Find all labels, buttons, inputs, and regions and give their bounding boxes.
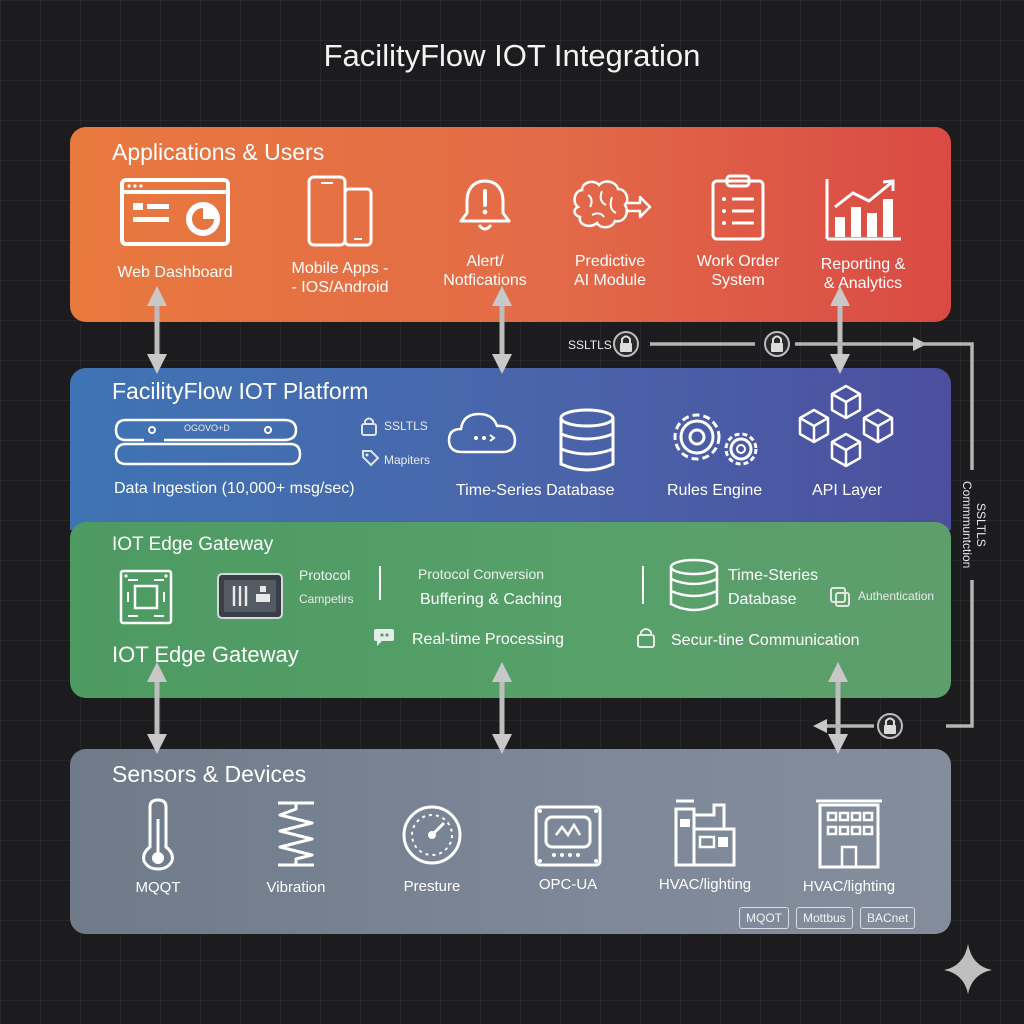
sensor-vibration-label: Vibration bbox=[266, 879, 326, 896]
cloud-item bbox=[446, 408, 518, 458]
web-dashboard-item: Web Dashboard bbox=[110, 177, 240, 282]
spring-icon bbox=[278, 801, 314, 867]
divider-line bbox=[642, 566, 644, 604]
authentication-icon bbox=[830, 587, 850, 607]
platform-layer-title: FacilityFlow IOT Platform bbox=[112, 378, 369, 404]
reporting-item: Reporting & & Analytics bbox=[798, 177, 928, 293]
data-ingestion-label: Data Ingestion (10,000+ msg/sec) bbox=[114, 480, 355, 497]
predictive-ai-item: Predictive AI Module bbox=[545, 177, 675, 290]
diagram-title: FacilityFlow IOT Integration bbox=[323, 38, 701, 73]
protocol-label: Protocol bbox=[299, 567, 351, 583]
pipeline-code-label: OGOVO+D bbox=[184, 423, 230, 433]
bell-alert-icon bbox=[459, 179, 511, 231]
cloud-database-icon bbox=[447, 412, 517, 454]
sensor-hvac-item: HVAC/lighting bbox=[650, 795, 760, 894]
chat-icon bbox=[374, 629, 394, 646]
sensor-mqtt-item: MQQT bbox=[108, 797, 208, 897]
ssl-connector-label: SSLTLS bbox=[568, 338, 612, 352]
web-dashboard-label: Web Dashboard bbox=[117, 264, 233, 281]
ssl-communication-vertical-label: SSLTLS Commmuntction bbox=[960, 481, 988, 569]
cubes-icon bbox=[798, 384, 894, 468]
mappers-label: Mapiters bbox=[384, 453, 431, 467]
sensor-building-item: HVAC/lighting bbox=[794, 797, 904, 896]
edge-gateway-subtitle: IOT Edge Gateway bbox=[112, 642, 299, 667]
sensors-layer-title: Sensors & Devices bbox=[112, 761, 307, 787]
api-layer-item bbox=[796, 382, 896, 474]
sensor-opcua-label: OPC-UA bbox=[538, 876, 598, 893]
pipeline-icon bbox=[114, 418, 302, 466]
edge-timeseries-label: Time-Steries Database bbox=[728, 567, 819, 608]
sensor-hvac-label: HVAC/lighting bbox=[658, 876, 752, 893]
protocol-tag-modbus: Mottbus bbox=[796, 907, 853, 929]
edge-gateway-layer: IOT Edge Gateway Protocol Campetirs Prot… bbox=[70, 522, 951, 698]
platform-layer: FacilityFlow IOT Platform OGOVO+D Data I… bbox=[70, 368, 951, 530]
protocol-conversion-label: Protocol Conversion bbox=[418, 566, 545, 582]
divider-line bbox=[379, 566, 381, 600]
predictive-ai-label: Predictive AI Module bbox=[573, 253, 647, 289]
ssl-label: SSLTLS bbox=[384, 419, 428, 433]
data-ingestion-pipeline: OGOVO+D bbox=[114, 414, 304, 470]
lock-icon bbox=[613, 331, 639, 357]
database-icon bbox=[669, 558, 719, 612]
sparkle-icon bbox=[944, 944, 992, 994]
secure-communication-label: Secur-tine Communication bbox=[671, 632, 860, 649]
protocol-tag-mqtt: MQOT bbox=[739, 907, 789, 929]
sensor-pressure-item: Presture bbox=[382, 803, 482, 896]
circuit-board-icon bbox=[119, 569, 173, 625]
brain-icon bbox=[573, 180, 652, 229]
work-order-item: Work Order System bbox=[673, 173, 803, 290]
factory-icon bbox=[674, 799, 736, 867]
sensor-vibration-item: Vibration bbox=[246, 799, 346, 897]
sensor-building-label: HVAC/lighting bbox=[802, 878, 896, 895]
applications-layer-title: Applications & Users bbox=[112, 139, 325, 165]
authentication-label: Authentication bbox=[858, 589, 935, 603]
realtime-processing-label: Real-time Processing bbox=[412, 631, 565, 648]
bar-chart-icon bbox=[825, 179, 901, 241]
rules-engine-label: Rules Engine bbox=[667, 482, 763, 499]
sensors-layer: Sensors & Devices MQQT Vibration Prestur… bbox=[70, 749, 951, 934]
buffering-caching-label: Buffering & Caching bbox=[420, 591, 563, 608]
tag-icon bbox=[362, 450, 380, 467]
mobile-apps-item: Mobile Apps - - IOS/Android bbox=[275, 175, 405, 297]
sensor-opcua-item: OPC-UA bbox=[518, 803, 618, 894]
lock-icon bbox=[764, 331, 790, 357]
mobile-apps-label: Mobile Apps - - IOS/Android bbox=[291, 260, 389, 296]
applications-layer: Applications & Users Web Dashboard Mobil… bbox=[70, 127, 951, 322]
web-dashboard-icon bbox=[120, 178, 230, 246]
database-item bbox=[557, 408, 617, 474]
edge-gateway-title: IOT Edge Gateway bbox=[112, 534, 274, 555]
alerts-item: Alert/ Notfications bbox=[420, 177, 550, 290]
alerts-label: Alert/ Notfications bbox=[443, 253, 527, 289]
sensor-pressure-label: Presture bbox=[403, 878, 461, 895]
building-icon bbox=[816, 799, 882, 869]
gauge-icon bbox=[402, 805, 462, 865]
gears-icon bbox=[673, 413, 758, 466]
work-order-label: Work Order System bbox=[696, 253, 780, 289]
lock-icon bbox=[361, 417, 377, 436]
lock-icon bbox=[637, 628, 655, 648]
clipboard-icon bbox=[711, 174, 765, 241]
database-icon bbox=[559, 408, 615, 472]
mobile-devices-icon bbox=[307, 175, 373, 247]
time-series-db-label: Time-Series Database bbox=[456, 482, 615, 499]
converters-label: Campetirs bbox=[299, 592, 354, 606]
rules-engine-item bbox=[663, 404, 767, 474]
thermometer-icon bbox=[142, 798, 174, 871]
api-layer-label: API Layer bbox=[812, 482, 883, 499]
lock-icon bbox=[877, 713, 903, 739]
sensor-mqtt-label: MQQT bbox=[135, 879, 181, 896]
gateway-device-icon bbox=[217, 573, 283, 619]
device-module-icon bbox=[534, 805, 602, 867]
reporting-label: Reporting & & Analytics bbox=[820, 256, 906, 292]
protocol-tag-bacnet: BACnet bbox=[860, 907, 916, 929]
